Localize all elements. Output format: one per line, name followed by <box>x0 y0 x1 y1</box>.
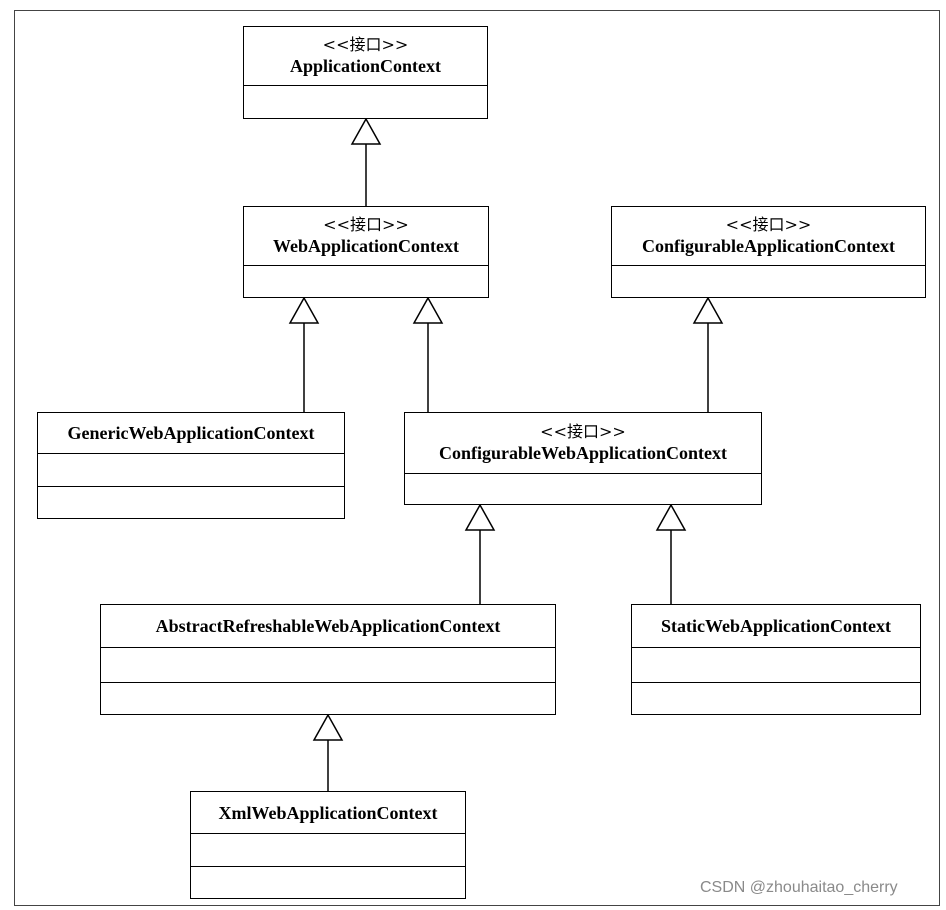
arrowhead-confweb-to-webapp <box>412 296 444 324</box>
arrowhead-xml-to-abstract <box>312 713 344 741</box>
arrowhead-confweb-to-confapp <box>692 296 724 324</box>
operations-section <box>632 683 920 714</box>
stereotype-label: <<接口>> <box>725 215 812 234</box>
class-name: WebApplicationContext <box>272 236 459 256</box>
arrowhead-generic-to-webapp <box>288 296 320 324</box>
class-name: ConfigurableWebApplicationContext <box>438 443 728 463</box>
stereotype-label: <<接口>> <box>322 35 409 54</box>
attributes-section <box>191 834 465 867</box>
class-header: AbstractRefreshableWebApplicationContext <box>101 605 555 648</box>
arrowhead-webapp-to-app <box>350 117 382 145</box>
attributes-section <box>612 266 925 297</box>
attributes-section <box>38 454 344 487</box>
stereotype-label: <<接口>> <box>540 422 626 441</box>
attributes-section <box>244 86 487 118</box>
class-generic-web-application-context: GenericWebApplicationContext <box>37 412 345 519</box>
class-name: ConfigurableApplicationContext <box>641 236 895 256</box>
class-name: XmlWebApplicationContext <box>218 802 438 823</box>
class-name: GenericWebApplicationContext <box>67 423 315 443</box>
operations-section <box>191 867 465 898</box>
class-xml-web-application-context: XmlWebApplicationContext <box>190 791 466 899</box>
class-application-context: <<接口>> ApplicationContext <box>243 26 488 119</box>
attributes-section <box>405 474 761 504</box>
class-header: <<接口>> WebApplicationContext <box>244 207 488 266</box>
attributes-section <box>632 648 920 683</box>
attributes-section <box>101 648 555 683</box>
attributes-section <box>244 266 488 297</box>
watermark-text: CSDN @zhouhaitao_cherry <box>700 879 898 896</box>
class-header: <<接口>> ConfigurableWebApplicationContext <box>405 413 761 474</box>
class-name: AbstractRefreshableWebApplicationContext <box>155 616 501 636</box>
class-configurable-application-context: <<接口>> ConfigurableApplicationContext <box>611 206 926 298</box>
class-abstract-refreshable-web-application-context: AbstractRefreshableWebApplicationContext <box>100 604 556 715</box>
class-header: GenericWebApplicationContext <box>38 413 344 454</box>
class-header: StaticWebApplicationContext <box>632 605 920 648</box>
operations-section <box>38 487 344 518</box>
class-web-application-context: <<接口>> WebApplicationContext <box>243 206 489 298</box>
class-header: <<接口>> ApplicationContext <box>244 27 487 86</box>
diagram-frame <box>14 10 940 906</box>
class-header: XmlWebApplicationContext <box>191 792 465 834</box>
arrowhead-abstract-to-confweb <box>464 503 496 531</box>
operations-section <box>101 683 555 714</box>
class-header: <<接口>> ConfigurableApplicationContext <box>612 207 925 266</box>
class-name: ApplicationContext <box>289 56 441 76</box>
class-name: StaticWebApplicationContext <box>660 616 891 636</box>
class-configurable-web-application-context: <<接口>> ConfigurableWebApplicationContext <box>404 412 762 505</box>
arrowhead-static-to-confweb <box>655 503 687 531</box>
stereotype-label: <<接口>> <box>323 215 409 234</box>
class-static-web-application-context: StaticWebApplicationContext <box>631 604 921 715</box>
